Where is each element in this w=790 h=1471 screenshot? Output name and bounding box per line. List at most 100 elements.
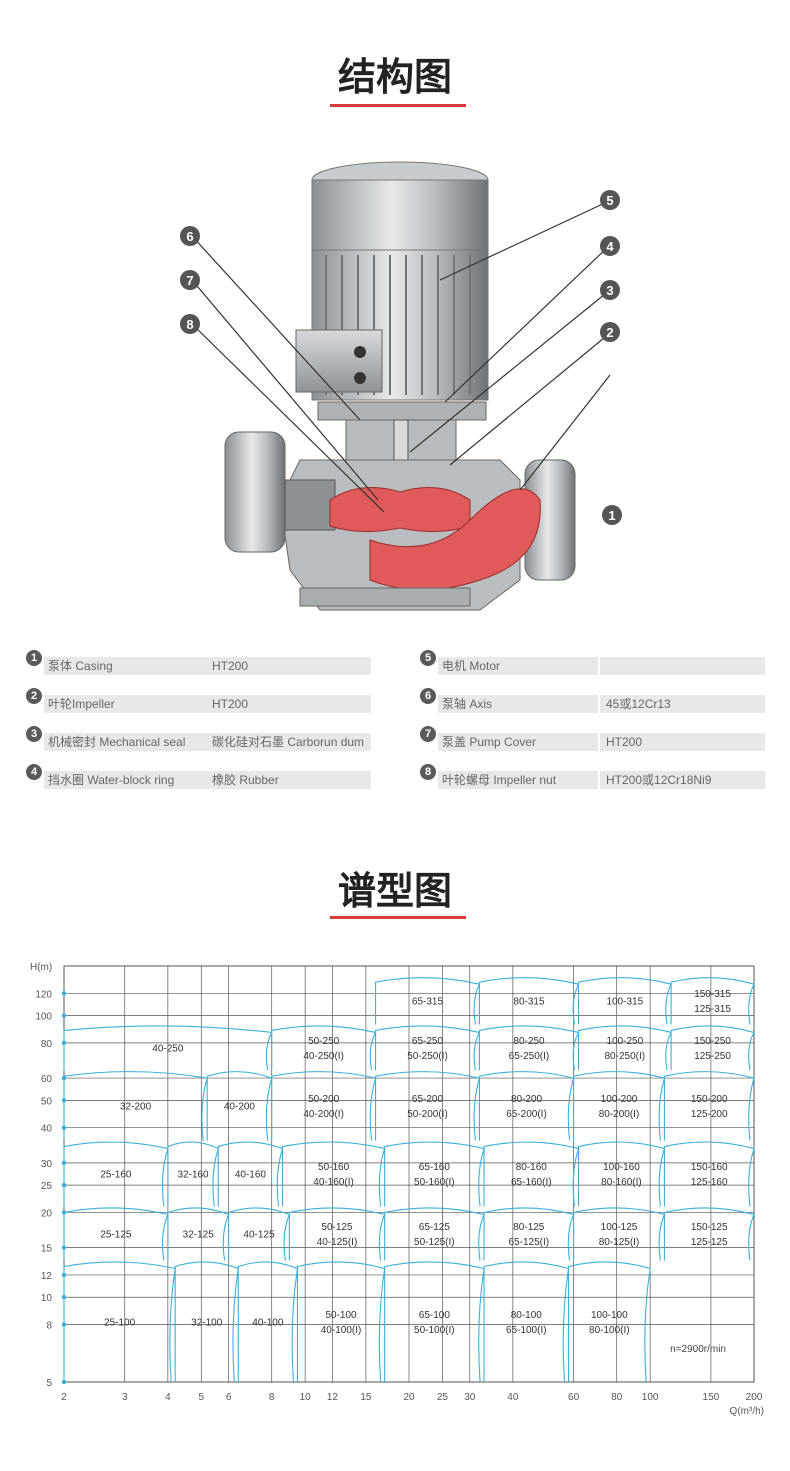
performance-region-outline [670,1025,755,1071]
callout-2: 2 [606,325,613,340]
pump-model-label: 65-100(I) [506,1325,547,1336]
pump-model-label: 125-315 [694,1004,731,1015]
x-tick-label: 150 [703,1392,720,1403]
callout-markers: 1 2 3 4 5 6 7 8 [180,190,622,525]
x-tick-label: 2 [61,1392,67,1403]
x-tick-label: 30 [464,1392,476,1403]
performance-region-outline [670,977,755,1025]
part-name: 泵体 Casing [44,657,222,675]
callout-lines [191,201,611,513]
pump-model-label: 65-125(I) [509,1237,550,1248]
performance-region-outline [478,1071,575,1141]
pump-model-label: 80-100(I) [589,1325,630,1336]
part-material: HT200 [206,695,371,713]
part-material: 橡胶 Rubber [206,771,371,789]
spectrum-title: 谱型图 [337,869,452,913]
callout-6: 6 [186,229,193,244]
pump-model-label: 25-100 [104,1317,136,1328]
pump-model-label: 80-250(I) [605,1051,646,1062]
part-number-badge: 1 [26,650,42,666]
part-row-7: 7 泵盖 Pump Cover HT200 [420,726,766,751]
y-tick-dot [61,1013,67,1018]
pump-model-label: 50-100 [325,1310,357,1321]
pump-model-label: 32-200 [120,1101,152,1112]
performance-region-outline [663,1071,755,1141]
pump-model-label: 150-250 [694,1036,731,1047]
pump-model-label: 50-160 [318,1162,350,1173]
x-axis-label: Q(m³/h) [730,1406,764,1417]
pump-model-label: 50-125(I) [414,1237,455,1248]
pump-model-label: 65-160 [419,1162,451,1173]
pump-model-label: 40-250 [152,1043,184,1054]
y-tick-label: 20 [41,1208,53,1219]
pump-model-label: 80-100 [511,1310,543,1321]
part-name: 叶轮螺母 Impeller nut [438,771,598,789]
performance-region-outline [483,1261,570,1383]
speed-annotation: n=2900r/min [670,1344,726,1355]
pump-model-label: 65-250 [412,1036,444,1047]
x-tick-label: 40 [507,1392,519,1403]
performance-region-outline [573,1071,666,1141]
pump-base [299,587,471,607]
pump-model-label: 25-125 [100,1229,132,1240]
part-row-6: 6 泵轴 Axis 45或12Cr13 [420,688,766,713]
x-tick-label: 15 [360,1392,372,1403]
pump-model-label: 50-160(I) [414,1177,455,1188]
pump-model-label: 50-200(I) [407,1109,448,1120]
performance-region-outline [577,977,672,1025]
part-number-badge: 4 [26,764,42,780]
pump-model-label: 65-315 [412,996,444,1007]
performance-region-outline [567,1261,651,1383]
part-name: 叶轮Impeller [44,695,222,713]
pump-model-label: 100-160 [603,1162,640,1173]
part-number-badge: 8 [420,764,436,780]
pump-model-label: 65-250(I) [509,1051,550,1062]
pump-model-label: 32-160 [177,1170,209,1181]
part-row-2: 2 叶轮Impeller HT200 [26,688,372,713]
pump-model-label: 40-250(I) [303,1051,344,1062]
x-tick-label: 60 [568,1392,580,1403]
performance-region-outline [483,1141,580,1207]
performance-region-outline [663,1207,755,1261]
pump-model-label: 125-125 [691,1237,728,1248]
pump-model-label: 40-200 [224,1101,256,1112]
x-tick-label: 25 [437,1392,449,1403]
x-tick-label: 100 [642,1392,659,1403]
x-tick-label: 4 [165,1392,171,1403]
y-tick-dot [61,991,67,996]
x-tick-label: 20 [403,1392,415,1403]
part-row-1: 1 泵体 Casing HT200 [26,650,372,675]
pump-model-label: 40-160(I) [313,1177,354,1188]
y-tick-label: 8 [46,1321,52,1332]
performance-region-outline [478,1025,580,1071]
pump-model-label: 40-160 [235,1170,267,1181]
y-tick-label: 15 [41,1244,53,1255]
pump-model-label: 32-100 [191,1317,223,1328]
pump-model-label: 65-160(I) [511,1177,552,1188]
part-name: 挡水圈 Water-block ring [44,771,222,789]
pump-model-label: 50-250 [308,1036,340,1047]
pump-model-label: 25-160 [100,1170,132,1181]
performance-region-outline [384,1261,485,1383]
pump-model-label: 125-160 [691,1177,728,1188]
spectrum-title-underline [330,916,466,919]
performance-region-outline [573,1207,666,1261]
part-name: 机械密封 Mechanical seal [44,733,222,751]
callout-4: 4 [606,239,614,254]
pump-model-label: 65-100 [419,1310,451,1321]
y-tick-label: 5 [46,1378,52,1389]
pump-structure-illustration: 1 2 3 4 5 6 7 8 [180,161,622,611]
part-row-8: 8 叶轮螺母 Impeller nut HT200或12Cr18Ni9 [420,764,766,789]
pump-model-label: 100-200 [601,1094,638,1105]
pump-model-label: 50-250(I) [407,1051,448,1062]
y-tick-label: 25 [41,1181,53,1192]
x-tick-label: 10 [300,1392,312,1403]
part-number-badge: 7 [420,726,436,742]
x-tick-label: 3 [122,1392,128,1403]
structure-title: 结构图 [337,55,452,99]
y-tick-label: 30 [41,1159,53,1170]
pump-model-label: 65-125 [419,1222,451,1233]
y-tick-label: 50 [41,1096,53,1107]
structure-title-underline [330,104,466,107]
